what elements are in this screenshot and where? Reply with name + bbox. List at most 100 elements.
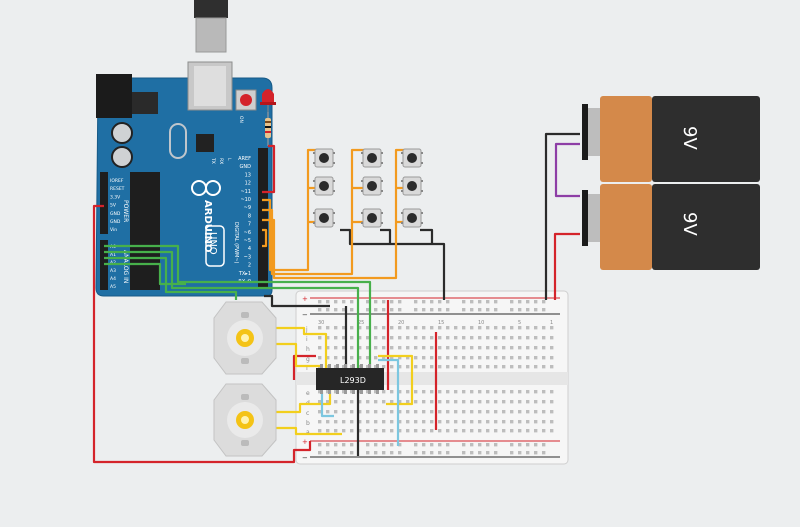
on-led-label: ON xyxy=(238,116,244,123)
rail-plus-label: + xyxy=(302,295,308,303)
voltage-regulator xyxy=(132,92,158,114)
l-led-label: L xyxy=(226,158,232,161)
wire-orange-1 xyxy=(262,148,318,272)
uno-badge: UNO xyxy=(205,225,225,267)
push-button[interactable] xyxy=(313,148,335,168)
wire-green-a1 xyxy=(104,250,360,370)
power-pin-label: Vin xyxy=(110,227,117,233)
wire-orange-3 xyxy=(262,148,404,280)
wire-yellow-motor1 xyxy=(274,326,328,370)
row-letter-a: a xyxy=(306,429,310,436)
dc-motor-2[interactable] xyxy=(213,383,277,457)
power-pin-label: IOREF xyxy=(110,178,124,184)
push-button[interactable] xyxy=(401,148,423,168)
usb-cable xyxy=(194,0,228,18)
wire-green-a0 xyxy=(104,244,372,370)
capacitor xyxy=(111,122,133,144)
row-letter-e: e xyxy=(306,390,310,397)
row-letter-b: b xyxy=(306,420,310,427)
battery-1-label: 9V xyxy=(679,126,700,150)
column-number: 15 xyxy=(438,320,444,326)
wire-blue-2 xyxy=(378,358,400,446)
dc-motor-1[interactable] xyxy=(213,301,277,375)
power-header xyxy=(100,172,108,234)
resistor[interactable] xyxy=(265,112,271,146)
usb-cable-sleeve xyxy=(195,17,227,53)
analog-pin-label: A5 xyxy=(110,284,116,290)
push-button[interactable] xyxy=(313,208,335,228)
row-letter-c: c xyxy=(306,410,309,417)
wire-red-rail2 xyxy=(292,354,316,380)
wire-black-buttons3 xyxy=(420,228,434,244)
digital-pin-label: 4 xyxy=(248,246,251,252)
wire-black-buttons xyxy=(340,228,446,300)
column-number: 20 xyxy=(398,320,404,326)
power-header-label: POWER xyxy=(122,200,129,222)
digital-header xyxy=(258,148,268,288)
battery-2[interactable]: 9V xyxy=(582,184,760,270)
crystal xyxy=(169,123,187,159)
wire-yellow-motor1b xyxy=(274,342,322,368)
column-number: 1 xyxy=(550,320,553,326)
atmega-chip xyxy=(130,172,160,290)
analog-pin-label: A3 xyxy=(110,268,116,274)
rx-label: RX xyxy=(218,158,224,164)
power-pin-label: RESET xyxy=(110,186,125,192)
row-letter-i: i xyxy=(306,336,308,343)
digital-pin-label: ~6 xyxy=(244,230,251,236)
wire-green-a3 xyxy=(104,262,186,286)
wire-yellow-motor2 xyxy=(274,390,332,414)
l293d-chip[interactable]: L293D xyxy=(316,364,384,394)
battery-2-label: 9V xyxy=(679,212,700,236)
digital-pin-label: GND xyxy=(240,164,252,170)
digital-pin-label: 12 xyxy=(245,181,251,187)
wire-purple-battery xyxy=(554,142,580,198)
wire-orange-6 xyxy=(262,228,268,248)
column-number: 5 xyxy=(518,320,521,326)
power-jack xyxy=(96,74,132,118)
digital-pwm-label: DIGITAL (PWM~) xyxy=(233,222,239,264)
push-button[interactable] xyxy=(401,176,423,196)
svg-text:UNO: UNO xyxy=(207,232,218,255)
row-letter-j: j xyxy=(305,326,308,333)
wire-red-battery xyxy=(553,232,580,300)
row-letter-h: h xyxy=(306,346,310,353)
wire-black-buttons2 xyxy=(380,228,392,244)
rail-minus-label-bottom: − xyxy=(302,454,308,462)
wire-yellow-motor2b xyxy=(274,426,342,436)
digital-pin-label: ~5 xyxy=(244,238,251,244)
push-button[interactable] xyxy=(361,148,383,168)
digital-pin-label: TX▸1 xyxy=(238,271,251,277)
push-button[interactable] xyxy=(361,208,383,228)
breadboard[interactable]: + − + − j i h g f e d c b a 30 25 20 15 … xyxy=(295,290,569,465)
wire-green-a2 xyxy=(104,256,238,300)
push-button[interactable] xyxy=(313,176,335,196)
push-button[interactable] xyxy=(361,176,383,196)
wire-orange-2 xyxy=(262,148,364,276)
wire-red-led xyxy=(262,144,276,194)
row-letter-g: g xyxy=(306,356,310,363)
wires xyxy=(92,132,580,464)
push-buttons[interactable] xyxy=(313,148,423,228)
digital-pin-label: 13 xyxy=(245,172,251,178)
rail-minus-label: − xyxy=(302,311,308,319)
arduino-uno-board[interactable]: ARDUINO UNO DIGITAL (PWM~) POWER ANALOG … xyxy=(95,0,273,297)
capacitor xyxy=(111,146,133,168)
digital-pin-label: ~9 xyxy=(244,205,251,211)
digital-pin-label: ~10 xyxy=(240,197,251,203)
chip-label: L293D xyxy=(340,376,366,385)
battery-1[interactable]: 9V xyxy=(582,96,760,182)
row-letter-f: f xyxy=(306,365,309,372)
power-pin-label: GND xyxy=(110,211,121,217)
wire-red-5v xyxy=(92,204,312,464)
arduino-logo xyxy=(191,180,221,196)
digital-pin-label: ~11 xyxy=(240,189,251,195)
power-pin-label: 5V xyxy=(110,203,117,209)
wire-blue-1 xyxy=(320,392,334,418)
breadboard-holes xyxy=(318,300,554,455)
digital-pin-label: ~3 xyxy=(244,254,251,260)
push-button[interactable] xyxy=(401,208,423,228)
